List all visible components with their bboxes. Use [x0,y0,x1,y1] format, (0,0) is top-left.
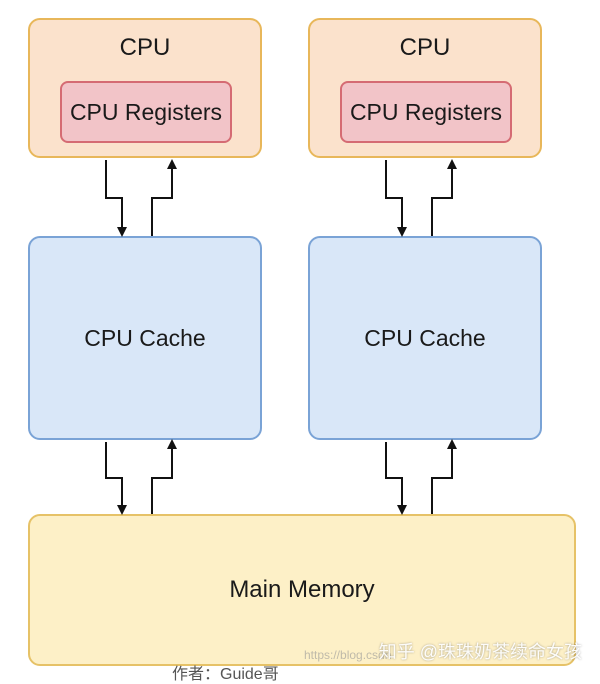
arrow-cache1-to-memory [105,442,127,515]
arrow-cpu2-to-cache2 [385,160,407,237]
main-memory-box: Main Memory [28,514,576,666]
arrow-cpu1-to-cache1 [105,160,127,237]
cpu-registers-box-2: CPU Registers [340,81,512,143]
arrow-memory-to-cache1 [151,439,177,514]
arrow-cache1-to-cpu1 [151,159,177,236]
cpu-cache-box-2: CPU Cache [308,236,542,440]
watermark-url: https://blog.csdn [304,648,392,662]
cpu-box-1: CPU CPU Registers [28,18,262,158]
cpu-title-2: CPU [399,34,451,61]
arrow-cache2-to-memory [385,442,407,515]
author-caption: 作者：Guide哥 [172,666,279,683]
arrow-memory-to-cache2 [431,439,457,514]
arrow-cache2-to-cpu2 [431,159,457,236]
cpu-title-1: CPU [119,34,171,61]
cpu-box-2: CPU CPU Registers [308,18,542,158]
watermark-text: 知乎 @珠珠奶茶续命女孩 [378,642,582,662]
cpu-registers-box-1: CPU Registers [60,81,232,143]
cpu-cache-box-1: CPU Cache [28,236,262,440]
